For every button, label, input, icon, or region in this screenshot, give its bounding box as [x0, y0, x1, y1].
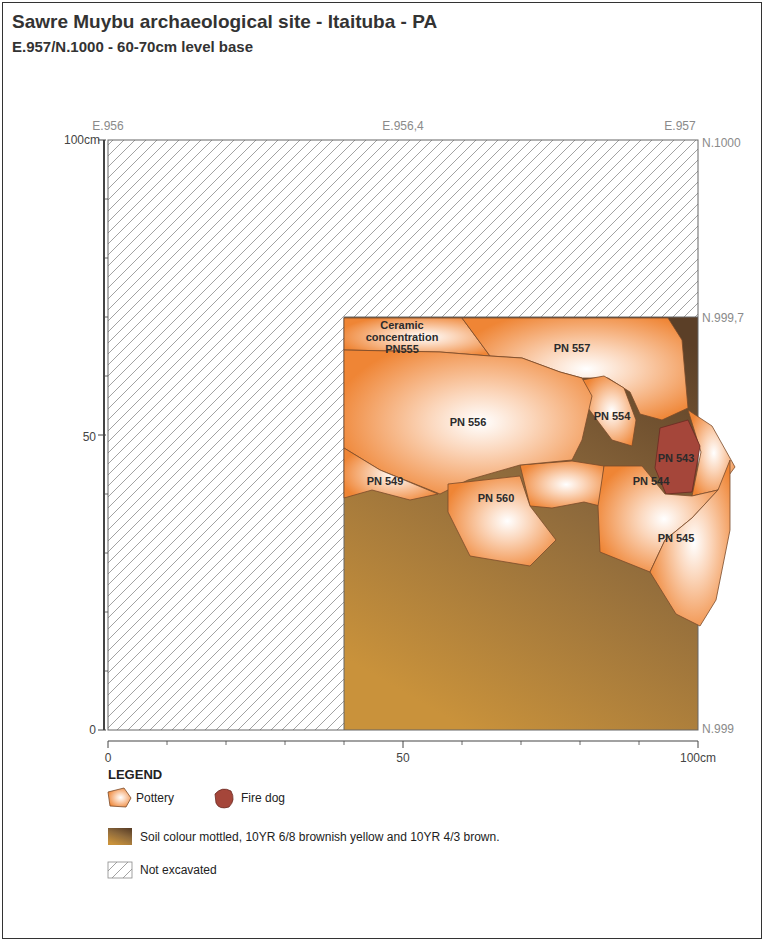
sherd-number: PN 557	[554, 342, 591, 354]
axis-value: 100cm	[680, 751, 716, 765]
grid-coordinate: E.956,4	[382, 119, 423, 133]
sherd-number: PN 554	[594, 410, 631, 422]
grid-coordinate: N.999	[702, 722, 734, 736]
sherd-number: PN 560	[478, 492, 515, 504]
sherd-number: PN 544	[633, 475, 670, 487]
fire-dog-swatch	[215, 789, 233, 808]
sherd-number: Ceramic concentration PN555	[359, 319, 445, 355]
pottery-sherd	[520, 461, 604, 508]
axis-value: 0	[89, 723, 96, 737]
grid-coordinate: N.1000	[702, 136, 741, 150]
sherd-number: PN 549	[367, 475, 404, 487]
subtitle: E.957/N.1000 - 60-70cm level base	[12, 38, 253, 55]
unit-outline	[108, 140, 698, 730]
x-axis	[108, 741, 698, 748]
grid-coordinate: E.956	[92, 119, 123, 133]
pottery-swatch	[108, 788, 131, 807]
axis-value: 100cm	[64, 133, 100, 147]
soil-swatch	[108, 828, 132, 845]
legend-text: Fire dog	[241, 791, 285, 805]
legend-text: Soil colour mottled, 10YR 6/8 brownish y…	[140, 830, 500, 844]
sherd-number: PN 543	[658, 452, 695, 464]
legend-text: Pottery	[136, 791, 174, 805]
not-excavated-area	[108, 140, 698, 730]
pottery-sherd: PN 560	[448, 476, 556, 566]
sherd-number: PN 556	[450, 416, 487, 428]
pottery-sherd: PN 554	[582, 376, 636, 446]
sherd-outline	[344, 448, 438, 500]
pottery-sherd: PN 549	[344, 448, 438, 500]
legend-heading: LEGEND	[108, 767, 162, 782]
legend-text: Not excavated	[140, 863, 217, 877]
axis-value: 50	[396, 751, 409, 765]
map-title: Sawre Muybu archaeological site - Itaitu…	[12, 11, 437, 33]
axis-value: 0	[105, 751, 112, 765]
frame	[3, 3, 762, 939]
grid-coordinate: N.999,7	[702, 311, 744, 325]
axis-value: 50	[83, 430, 96, 444]
sherd-number: PN 545	[658, 532, 695, 544]
not-excavated-swatch	[108, 862, 132, 878]
y-axis	[98, 140, 108, 730]
grid-coordinate: E.957	[664, 119, 695, 133]
sherd-outline	[448, 476, 556, 566]
